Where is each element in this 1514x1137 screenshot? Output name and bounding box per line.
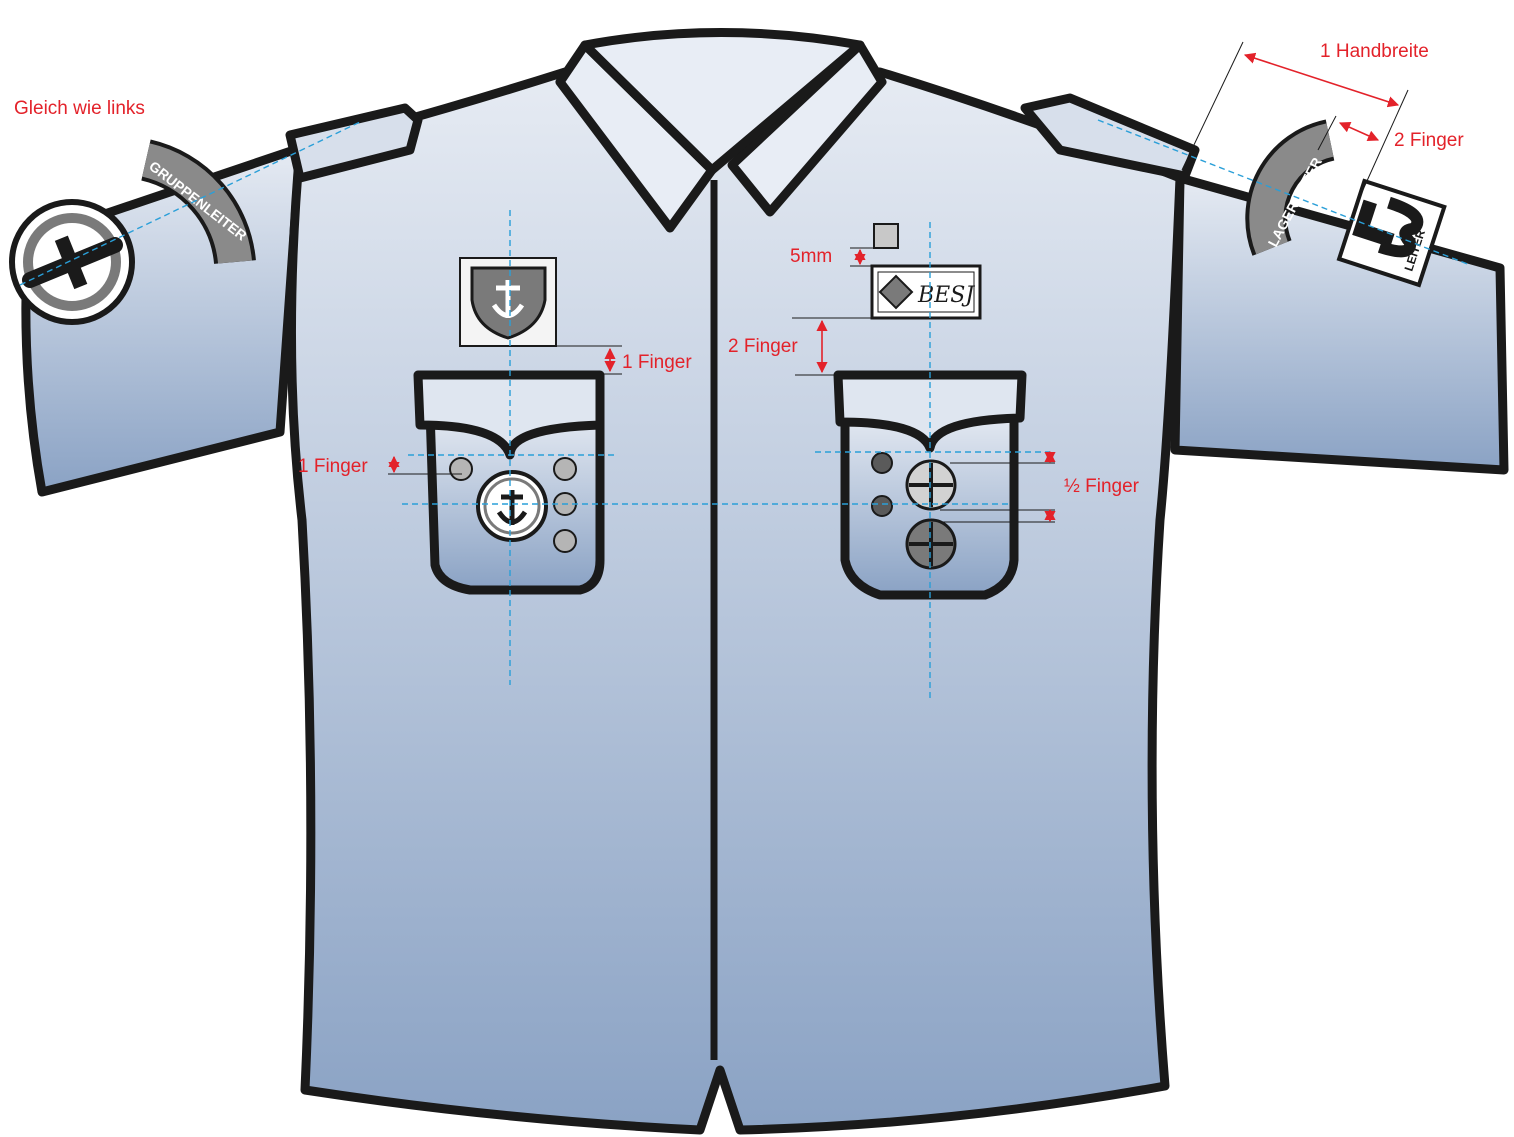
label-same-as-left: Gleich wie links	[14, 98, 145, 119]
left-sleeve-round-badge	[12, 202, 132, 322]
label-half-finger: ½ Finger	[1064, 476, 1140, 497]
label-five-mm: 5mm	[790, 246, 832, 267]
label-one-finger-pocket: 1 Finger	[298, 456, 368, 477]
name-tag-text: BESJ	[917, 283, 975, 308]
label-two-fingers-sleeve: 2 Finger	[1394, 130, 1464, 151]
label-two-fingers-chest: 2 Finger	[728, 336, 798, 357]
chest-shield-badge	[460, 258, 556, 346]
label-one-finger-badge: 1 Finger	[622, 352, 692, 373]
shirt-torso	[291, 72, 1180, 1130]
label-hand-width: 1 Handbreite	[1320, 41, 1429, 62]
right-sleeve	[1175, 178, 1504, 470]
small-square-pin	[874, 224, 898, 248]
